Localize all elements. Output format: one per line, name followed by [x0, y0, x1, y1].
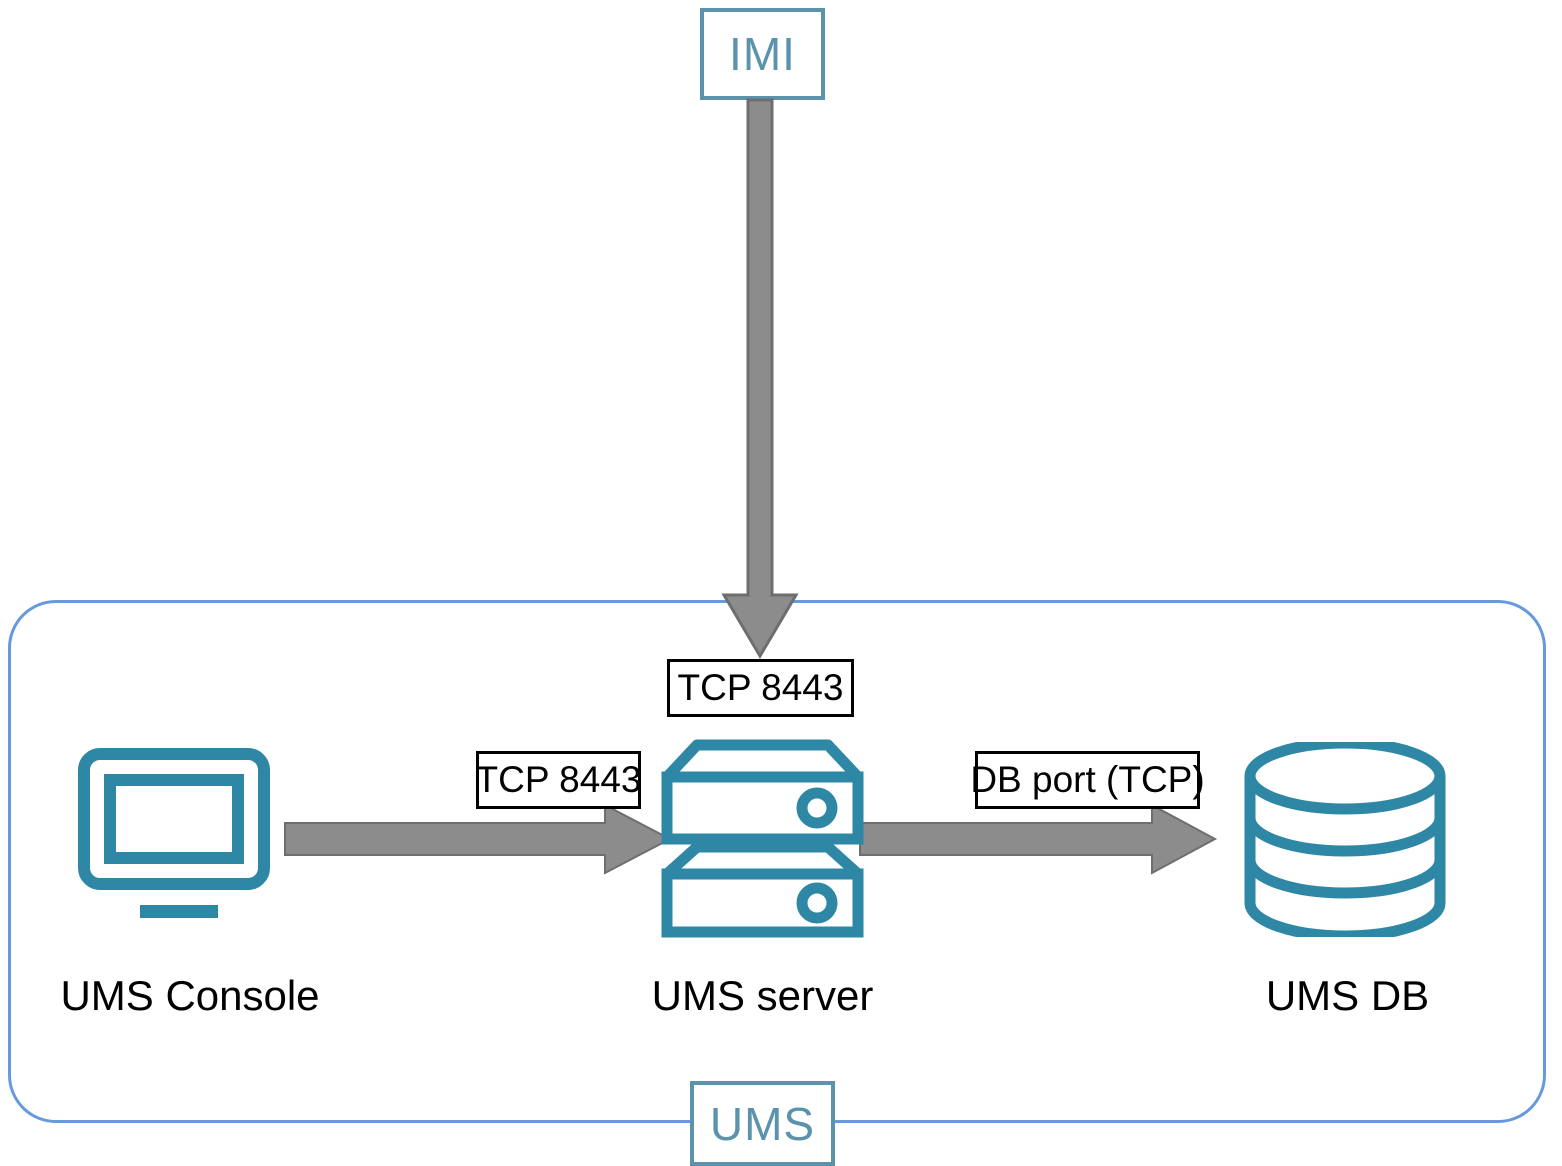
- port-label-text: TCP 8443: [677, 667, 844, 708]
- arrow-imi-to-server: [721, 98, 799, 659]
- node-caption-ums-db: UMS DB: [1265, 972, 1430, 1019]
- port-label-imi-to-server: TCP 8443: [667, 659, 854, 717]
- port-label-server-to-db: DB port (TCP): [970, 751, 1205, 809]
- node-ums-db: [1238, 737, 1453, 942]
- server-rack-icon: [661, 739, 864, 938]
- node-ums-server: [655, 735, 870, 940]
- imi-system-tag: IMI: [700, 8, 825, 100]
- arrow-console-to-server: [284, 803, 673, 875]
- ums-zone-tag: UMS: [690, 1081, 835, 1166]
- port-label-text: TCP 8443: [475, 759, 642, 800]
- imi-tag-label: IMI: [729, 28, 796, 80]
- node-ums-console: [70, 742, 300, 942]
- node-caption-ums-server: UMS server: [651, 972, 874, 1019]
- database-cylinder-icon: [1244, 737, 1446, 942]
- ums-tag-label: UMS: [709, 1097, 816, 1150]
- port-label-text: DB port (TCP): [970, 759, 1205, 800]
- arrow-server-to-db: [859, 803, 1218, 875]
- monitor-icon: [78, 748, 270, 918]
- node-caption-ums-console: UMS Console: [60, 972, 320, 1019]
- port-label-console-to-server: TCP 8443: [476, 751, 641, 809]
